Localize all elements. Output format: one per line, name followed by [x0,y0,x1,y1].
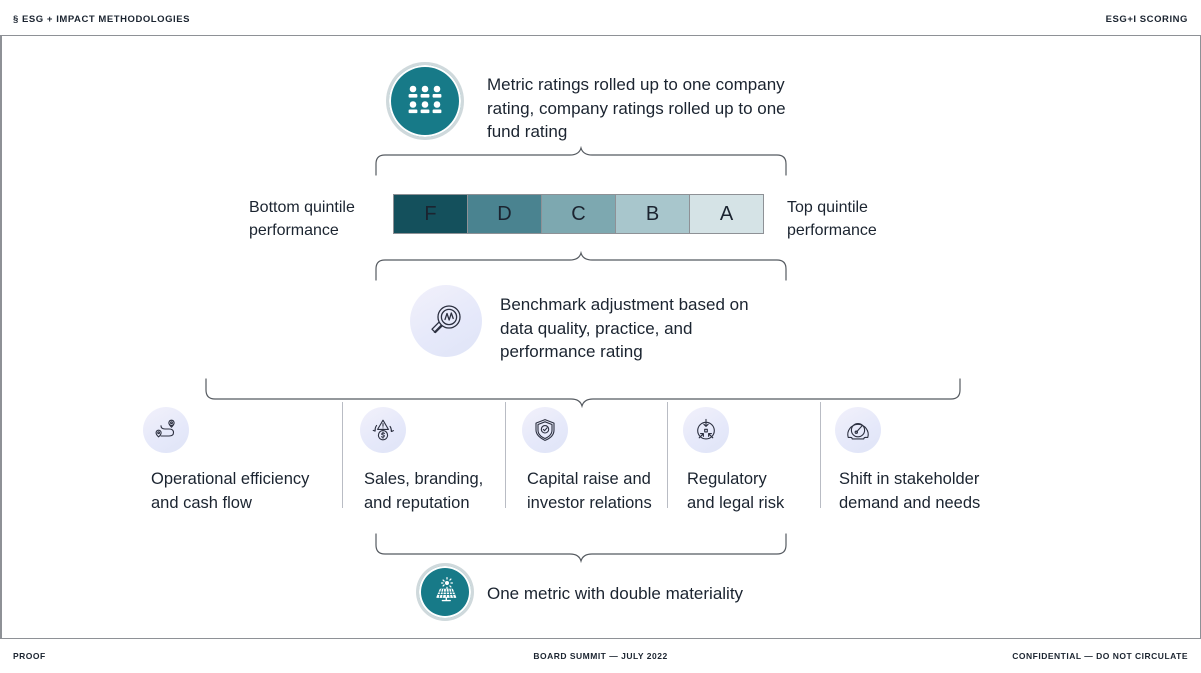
category-label-5-line2: demand and needs [839,494,981,512]
category-label-3: Capital raise and investor relations [527,467,727,515]
scale-grade-b: B [645,202,660,225]
scale-cell-b[interactable]: B [616,195,690,233]
scale-right-label: Top quintile performance [787,196,927,242]
category-label-5-line1: Shift in stakeholder [839,470,980,488]
gauge-icon [835,407,881,453]
brace-categories [205,378,961,408]
category-divider-1 [342,402,343,508]
category-label-1-line2: and cash flow [151,494,252,512]
category-label-3-line1: Capital raise and [527,470,651,488]
magnifier-chart-icon [410,285,482,357]
benchmark-block-text: Benchmark adjustment based on data quali… [500,295,749,361]
scale-grade-c: C [571,202,586,225]
category-label-3-line2: investor relations [527,494,652,512]
brace-bottom [375,533,787,563]
category-label-2-line1: Sales, branding, [364,470,484,488]
scale-right-label-text: Top quintile performance [787,199,877,239]
warning-dollar-icon [360,407,406,453]
category-divider-2 [505,402,506,508]
route-pins-icon [143,407,189,453]
scale-left-label: Bottom quintile performance [249,196,389,242]
target-arrows-icon [683,407,729,453]
footer-confidential-label: CONFIDENTIAL — DO NOT CIRCULATE [1012,651,1188,661]
header-section-label: § ESG + IMPACT METHODOLOGIES [13,14,191,25]
people-grid-icon [389,65,461,137]
scale-cell-a[interactable]: A [690,195,763,233]
scale-cell-f[interactable]: F [394,195,468,233]
bottom-block-text: One metric with double materiality [487,584,744,603]
solar-panel-icon [419,566,471,618]
scale-left-label-text: Bottom quintile performance [249,199,355,239]
brace-top [375,146,787,176]
category-label-4-line2: and legal risk [687,494,785,512]
scale-grade-a: A [719,202,734,225]
footer-event-label: BOARD SUMMIT — JULY 2022 [533,651,668,661]
category-label-2-line2: and reputation [364,494,470,512]
category-label-2: Sales, branding, and reputation [364,467,564,515]
category-divider-3 [667,402,668,508]
scale-grade-d: D [497,202,512,225]
category-divider-4 [820,402,821,508]
brace-benchmark [375,251,787,281]
slide-header: § ESG + IMPACT METHODOLOGIES ESG+I SCORI… [0,0,1201,36]
header-topic-label: ESG+I SCORING [1105,14,1188,25]
scale-cell-c[interactable]: C [542,195,616,233]
category-label-5: Shift in stakeholder demand and needs [839,467,1049,515]
top-block-text: Metric ratings rolled up to one company … [487,75,786,141]
category-label-4: Regulatory and legal risk [687,467,887,515]
scale-grade-f: F [424,202,437,225]
shield-check-icon [522,407,568,453]
scale-cell-d[interactable]: D [468,195,542,233]
category-label-1: Operational efficiency and cash flow [151,467,351,515]
page-edge-left [0,0,2,673]
footer-status-label: PROOF [13,651,46,661]
rating-scale: F D C B A [393,194,764,234]
slide-footer: PROOF BOARD SUMMIT — JULY 2022 CONFIDENT… [0,638,1201,673]
category-label-1-line1: Operational efficiency [151,470,310,488]
category-label-4-line1: Regulatory [687,470,767,488]
page-edge-right [1199,0,1201,673]
